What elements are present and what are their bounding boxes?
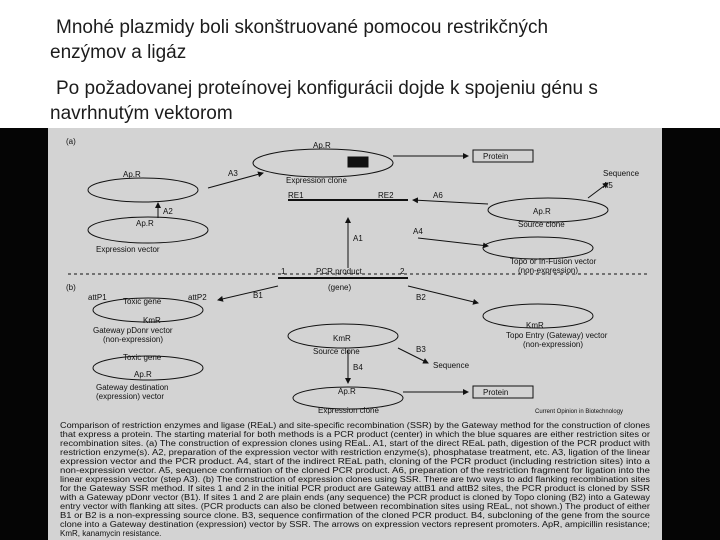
header-line-1: Mnohé plazmidy boli skonštruované pomoco… [56, 17, 549, 38]
apr-label-4: Ap.R [533, 207, 551, 216]
panel-b-label: (b) [66, 283, 76, 292]
site-1-label: 1 [281, 267, 286, 276]
caption-line-1: Comparison of restriction enzymes and li… [60, 421, 650, 430]
header-line-3: Po požadovanej proteínovej konfigurácii … [56, 78, 598, 99]
linear-vector-plasmid [87, 177, 199, 203]
right-dark-margin [662, 128, 720, 540]
gateway-donr-label: Gateway pDonr vector [93, 326, 173, 335]
header-line-2: enzýmov a ligáz [50, 42, 187, 63]
topo-vector-plasmid [482, 236, 594, 260]
gateway-dest-plasmid [92, 355, 204, 381]
protein-box-a [472, 149, 534, 163]
topo-entry-sublabel: (non-expression) [523, 340, 583, 349]
sequence-label-a: Sequence [603, 169, 640, 178]
apr-label-2: Ap.R [123, 170, 141, 179]
apr-label-5: Ap.R [134, 370, 152, 379]
apr-label-3: Ap.R [136, 219, 154, 228]
gateway-donr-sublabel: (non-expression) [103, 335, 163, 344]
a1-label: A1 [353, 234, 363, 243]
a5-label: A5 [603, 181, 613, 190]
gateway-dest-label: Gateway destination [96, 383, 169, 392]
kmr-label-1: KmR [143, 316, 161, 325]
b2-arrow [407, 285, 479, 305]
caption-line-5: expression vector and the PCR product. A… [60, 457, 651, 466]
a3-label: A3 [228, 169, 238, 178]
a2-label: A2 [163, 207, 173, 216]
caption-line-11: B1 or B2 is a non-expressing source clon… [60, 511, 651, 520]
header-line-4: navrhnutým vektorom [50, 103, 233, 124]
site-2-label: 2 [400, 267, 405, 276]
attp1-label: attP1 [88, 293, 107, 302]
sequence-label-b: Sequence [433, 361, 470, 370]
caption-line-4: restriction enzyme(s). A2, preparation o… [60, 448, 650, 457]
gene-insert-block [347, 156, 369, 168]
caption-line-6: non-expression vector. A5, sequence conf… [60, 466, 651, 475]
b4-label: B4 [353, 363, 363, 372]
expression-clone-plasmid [252, 148, 394, 178]
a4-arrow [417, 237, 489, 249]
apr-label-1: Ap.R [313, 141, 331, 150]
gateway-dest-sublabel: (expression) vector [96, 392, 164, 401]
apr-label-6: Ap.R [338, 387, 356, 396]
a6-arrow [412, 197, 489, 205]
protein-label-b: Protein [483, 388, 508, 397]
source-clone-b-plasmid [287, 323, 399, 349]
source-clone-label-b: Source clone [313, 347, 360, 356]
caption-line-10: entry vector with flanking att sites. (P… [60, 502, 650, 511]
toxic-gene-label-1: Toxic gene [123, 297, 162, 306]
b3-arrow [397, 347, 429, 364]
pcr-product-label: PCR product [316, 267, 363, 276]
expression-clone-label-a: Expression clone [286, 176, 347, 185]
a3-arrow [207, 171, 264, 189]
expression-clone-b-plasmid [292, 386, 404, 410]
panel-a-label: (a) [66, 137, 76, 146]
source-clone-plasmid [487, 197, 609, 223]
re1-label: RE1 [288, 191, 304, 200]
expression-vector-label: Expression vector [96, 245, 160, 254]
caption-line-9: with a Gateway pDonr vector (B1). If sit… [59, 493, 650, 502]
gateway-donr-plasmid [92, 297, 204, 323]
cloning-diagram: (a) (b) Protein Protein Sequence Sequenc… [59, 137, 651, 538]
kmr-label-3: KmR [333, 334, 351, 343]
source-clone-label-a: Source clone [518, 220, 565, 229]
caption-line-3: recombination sites. (a) The constructio… [60, 439, 650, 448]
a6-label: A6 [433, 191, 443, 200]
caption-line-2: that express a protein. The starting mat… [60, 430, 650, 439]
b1-arrow [217, 285, 279, 302]
gene-label: (gene) [328, 283, 351, 292]
toxic-gene-label-2: Toxic gene [123, 353, 162, 362]
journal-label: Current Opinion in Biotechnology [535, 409, 623, 415]
protein-label-a: Protein [483, 152, 508, 161]
b3-label: B3 [416, 345, 426, 354]
attp2-label: attP2 [188, 293, 207, 302]
cloning-figure: (a) (b) Protein Protein Sequence Sequenc… [48, 128, 662, 540]
topo-entry-plasmid [482, 303, 594, 329]
expression-clone-label-b: Expression clone [318, 406, 379, 415]
left-dark-margin [0, 128, 48, 540]
caption-line-12: clone into a Gateway destination (expres… [60, 520, 650, 529]
b2-label: B2 [416, 293, 426, 302]
caption-line-8: for the Gateway SSR method. If sites 1 a… [60, 484, 650, 493]
topo-vector-label: Topo or In-Fusion vector [510, 257, 597, 266]
expression-vector-plasmid [87, 216, 209, 244]
caption-line-13: KmR, kanamycin resistance. [60, 529, 161, 538]
kmr-label-2: KmR [526, 321, 544, 330]
a4-label: A4 [413, 227, 423, 236]
b1-label: B1 [253, 291, 263, 300]
topo-entry-label: Topo Entry (Gateway) vector [506, 331, 608, 340]
protein-box-b [472, 385, 534, 399]
topo-vector-sublabel: (non-expression) [518, 266, 578, 275]
a5-arrow [587, 182, 609, 199]
re2-label: RE2 [378, 191, 394, 200]
caption-line-7: linear expression vector (step A3). (b) … [60, 475, 650, 484]
